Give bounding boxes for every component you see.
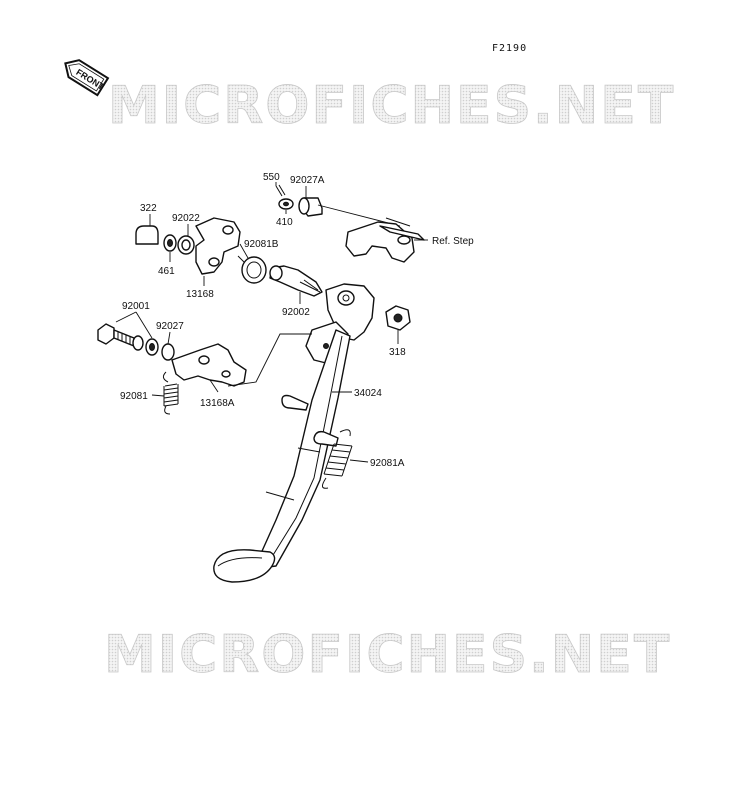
cap-nut-322 xyxy=(135,225,159,245)
bolt-92001 xyxy=(97,323,135,347)
ref-step-bracket xyxy=(317,204,425,263)
spring-92081b xyxy=(237,255,267,284)
label-ref-step: Ref. Step xyxy=(432,236,474,247)
spring-92081a xyxy=(322,429,353,489)
label-92027: 92027 xyxy=(156,321,184,332)
shaft-92002 xyxy=(269,265,323,297)
label-322: 322 xyxy=(140,203,157,214)
label-92002: 92002 xyxy=(282,307,310,318)
washer-410 xyxy=(278,198,294,210)
cotter-pin-550 xyxy=(275,184,286,197)
part-labels: 550 92027A 410 322 92022 92081B 461 1316… xyxy=(120,172,474,469)
spring-92081 xyxy=(162,371,179,415)
washers-92027 xyxy=(132,335,175,361)
nut-318 xyxy=(385,305,411,331)
washer-461 xyxy=(163,234,177,252)
link-line xyxy=(227,333,312,387)
label-318: 318 xyxy=(389,347,406,358)
lever-13168 xyxy=(195,217,241,275)
label-550: 550 xyxy=(263,172,280,183)
leader-lines xyxy=(115,182,428,463)
label-92081: 92081 xyxy=(120,391,148,402)
label-92081b: 92081B xyxy=(244,239,279,250)
watermark-bottom: MICROFICHES.NET xyxy=(104,625,671,685)
label-92081a: 92081A xyxy=(370,458,405,469)
label-13168: 13168 xyxy=(186,289,214,300)
lever-13168a xyxy=(171,343,247,387)
label-410: 410 xyxy=(276,217,293,228)
watermark-top: MICROFICHES.NET xyxy=(108,76,675,136)
figure-code: F2190 xyxy=(492,43,527,54)
label-92001: 92001 xyxy=(122,301,150,312)
label-92022: 92022 xyxy=(172,213,200,224)
pin-92027a xyxy=(298,197,323,217)
washer-92022 xyxy=(177,235,195,255)
label-34024: 34024 xyxy=(354,388,382,399)
label-13168a: 13168A xyxy=(200,398,235,409)
front-arrow-icon: FRONT xyxy=(64,59,110,97)
side-stand-34024 xyxy=(213,283,375,583)
label-461: 461 xyxy=(158,266,175,277)
label-92027a: 92027A xyxy=(290,175,325,186)
